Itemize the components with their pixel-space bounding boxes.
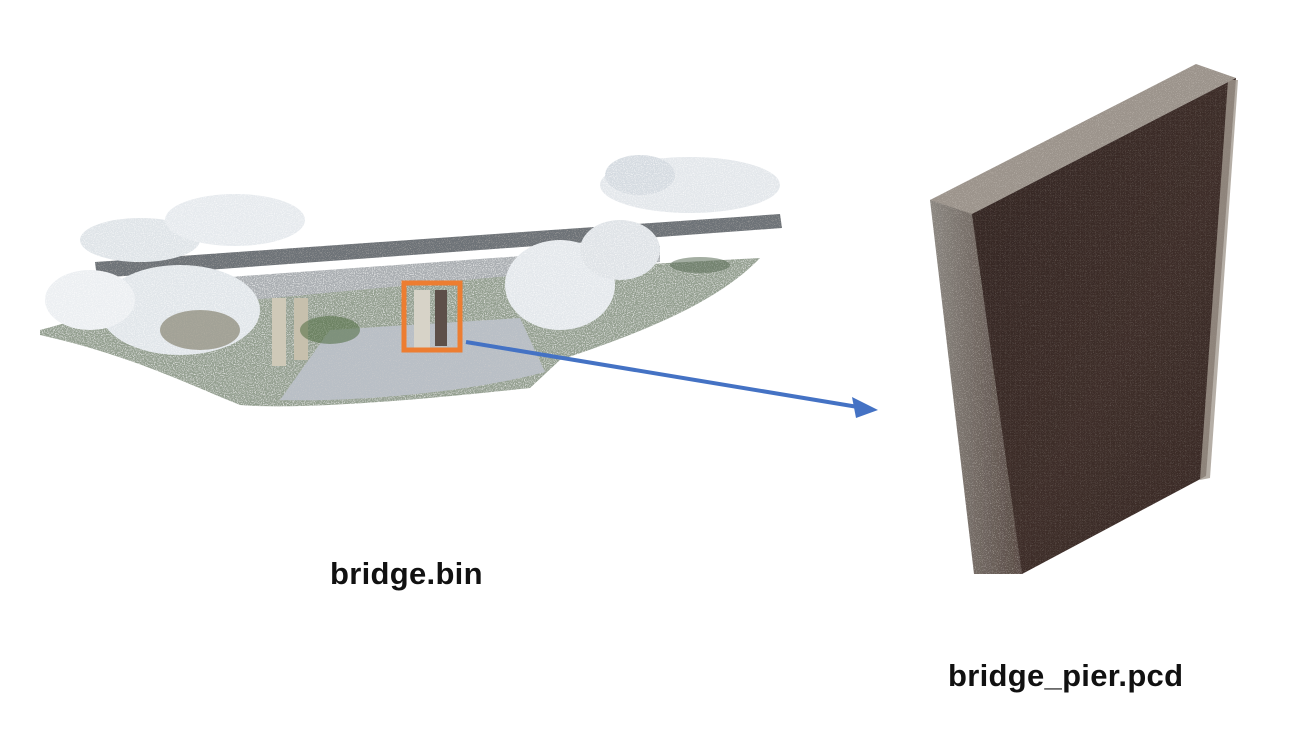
pier-right-edge	[1200, 80, 1238, 480]
pier-front-speckle	[972, 78, 1236, 574]
bridge-column	[435, 290, 447, 346]
bridge-column	[414, 290, 430, 348]
pier-top-edge	[930, 64, 1236, 214]
target-file-caption: bridge_pier.pcd	[948, 658, 1184, 693]
source-file-caption: bridge.bin	[330, 556, 483, 591]
extraction-arrow	[465, 340, 878, 418]
bridge-pier-point-cloud	[930, 64, 1238, 574]
bridge-point-cloud	[40, 155, 782, 407]
foliage-shadows	[160, 257, 730, 350]
pier-side-face	[930, 186, 1022, 574]
pier-highlight-box	[401, 280, 463, 353]
bridge-column	[272, 298, 286, 366]
